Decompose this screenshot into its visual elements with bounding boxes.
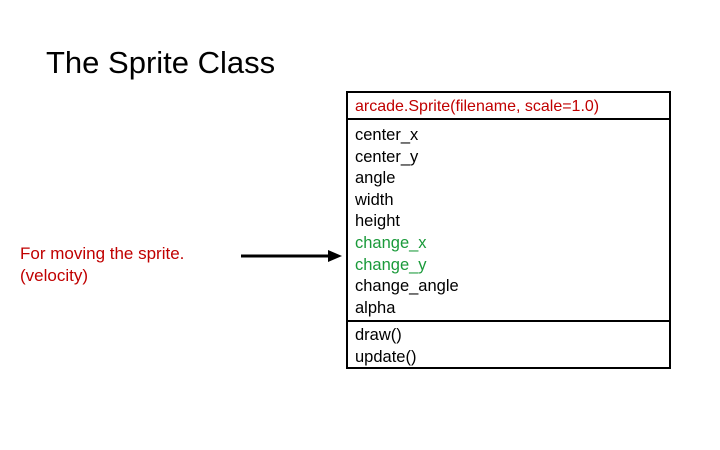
methods-list: draw() update() [355,325,416,368]
attributes-section: center_x center_y angle width height cha… [348,120,669,322]
attribute-angle: angle [355,169,396,188]
attribute-change-angle: change_angle [355,277,459,296]
attribute-center-y: center_y [355,147,419,166]
arrow-head [328,250,342,262]
method-draw: draw() [355,326,402,344]
method-update: update() [355,347,417,366]
attribute-alpha: alpha [355,298,396,317]
attribute-change-x: change_x [355,233,427,252]
attribute-width: width [355,190,394,209]
attribute-height: height [355,212,400,231]
attributes-list: center_x center_y angle width height cha… [355,125,459,319]
attribute-change-y: change_y [355,255,427,274]
arrow-icon [241,250,342,262]
velocity-annotation: For moving the sprite. (velocity) [20,243,184,287]
slide-title: The Sprite Class [46,45,276,80]
annotation-line-2: (velocity) [20,266,89,285]
annotation-line-1: For moving the sprite. [20,244,185,263]
attribute-center-x: center_x [355,126,419,144]
class-header: arcade.Sprite(filename, scale=1.0) [348,93,669,120]
sprite-class-box: arcade.Sprite(filename, scale=1.0) cente… [346,91,671,369]
class-name: arcade.Sprite(filename, scale=1.0) [355,98,600,115]
methods-section: draw() update() [348,322,669,369]
